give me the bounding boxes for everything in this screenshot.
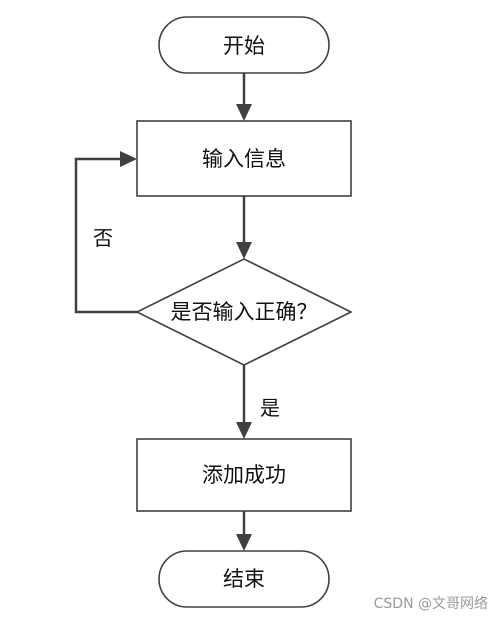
arrowhead-icon <box>236 422 252 439</box>
end-node: 结束 <box>158 550 330 608</box>
decision-node: 是否输入正确？ <box>135 258 353 366</box>
start-node: 开始 <box>158 16 330 74</box>
decision-node-label: 是否输入正确？ <box>171 300 318 324</box>
edge-input-to-decision <box>236 196 252 259</box>
input-node-label: 输入信息 <box>202 147 286 171</box>
arrowhead-icon <box>236 104 252 121</box>
input-node-shape <box>136 120 352 197</box>
edge-decision-no-loop: 否 <box>74 151 137 314</box>
arrowhead-icon <box>236 242 252 259</box>
edge-add-to-end <box>236 511 252 551</box>
start-node-label: 开始 <box>223 34 265 58</box>
input-node: 输入信息 <box>136 120 352 197</box>
edge-yes-label: 是 <box>260 396 280 420</box>
add-node-label: 添加成功 <box>202 463 286 487</box>
watermark: CSDN @文哥网络 <box>373 596 488 612</box>
add-node-shape <box>136 438 352 512</box>
edge-decision-yes: 是 <box>236 365 280 439</box>
add-node: 添加成功 <box>136 438 352 512</box>
edge-decision-no-line <box>74 157 137 314</box>
end-node-shape <box>158 550 330 608</box>
edge-no-label: 否 <box>93 226 113 250</box>
arrowhead-icon <box>236 534 252 551</box>
end-node-label: 结束 <box>223 567 265 591</box>
arrowhead-icon <box>120 151 137 167</box>
edge-start-to-input <box>236 73 252 121</box>
